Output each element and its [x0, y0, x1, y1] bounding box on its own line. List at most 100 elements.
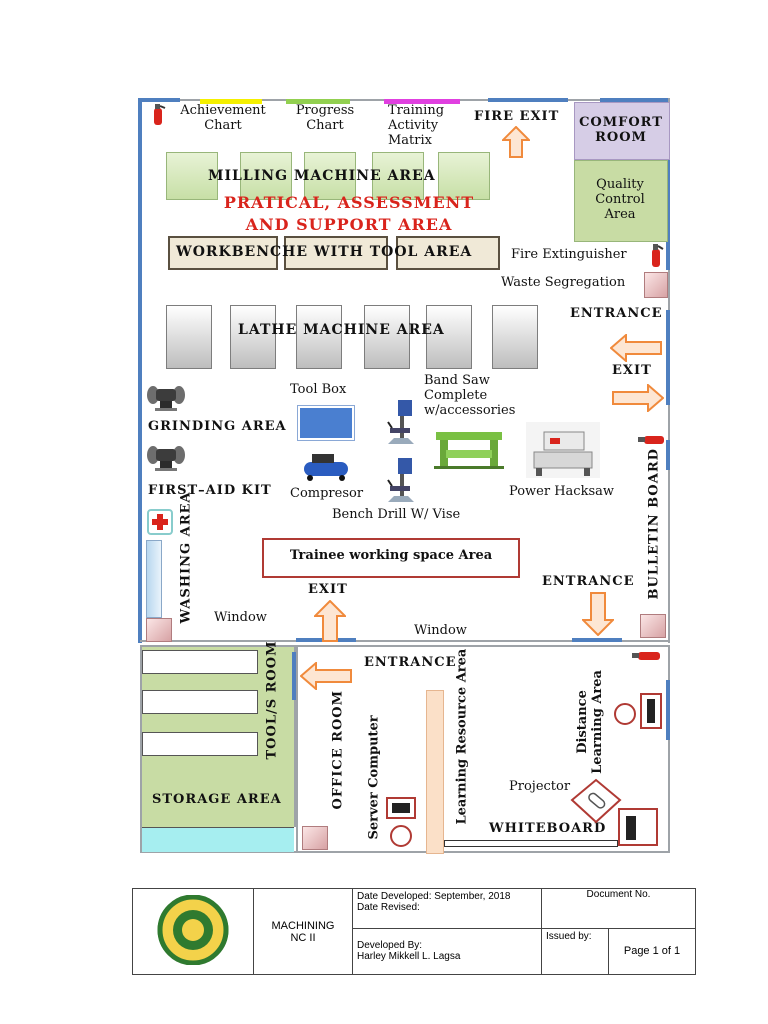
document-no: Document No. — [586, 889, 651, 900]
workbench-table — [284, 236, 388, 270]
entrance-arrow-left-icon — [300, 662, 352, 690]
exit-arrow-up-icon — [314, 600, 346, 642]
milling-machine — [166, 152, 218, 200]
bench-grinder-icon — [147, 386, 185, 411]
wall-top-blue-segment — [488, 98, 568, 102]
projector-icon — [570, 778, 622, 824]
learning-resource-label: Learning Resource Area — [454, 648, 470, 825]
distance-learning-chair — [614, 703, 636, 725]
lathe-area-label: LATHE MACHINE AREA — [238, 322, 445, 338]
developed-by: Developed By: — [357, 940, 423, 952]
wall-right-blue-segment — [666, 160, 670, 270]
footer-page-cell: Page 1 of 1 — [608, 927, 696, 976]
lower-right-blue — [666, 680, 670, 740]
tools-room-door — [292, 652, 296, 700]
wall-right-blue-segment-3 — [666, 440, 670, 470]
fire-exit-arrow-icon — [502, 126, 530, 158]
exit-arrow-right-icon — [612, 384, 664, 412]
wall-right-blue-segment-2 — [666, 310, 670, 405]
training-matrix-marker — [384, 99, 460, 104]
compresor-label: Compresor — [290, 486, 364, 501]
first-aid-label: FIRST–AID KIT — [148, 483, 272, 498]
footer-issued-cell: Issued by: — [541, 927, 609, 976]
trainee-working-space — [262, 538, 520, 578]
footer-course-cell: MACHINING NC II — [253, 888, 353, 975]
milling-machine — [304, 152, 356, 200]
distance-learning-desk — [640, 693, 662, 729]
lower-wall-top — [140, 645, 670, 647]
document-footer: MACHINING NC II Date Developed: Septembe… — [132, 888, 696, 976]
progress-chart-label: Progress Chart — [295, 103, 355, 133]
first-aid-kit-icon — [147, 509, 173, 535]
course-line2: NC II — [290, 931, 316, 944]
exit-bottom-label: EXIT — [308, 582, 348, 597]
bench-drill-icon — [387, 400, 414, 444]
training-matrix-label: Training Activity Matrix — [388, 103, 445, 148]
footer-logo-cell — [132, 888, 254, 975]
comfort-room-label: COMFORT ROOM — [579, 115, 663, 145]
entrance-right-label: ENTRANCE — [570, 306, 663, 321]
power-hacksaw-image — [526, 422, 600, 478]
projector-label: Projector — [509, 779, 571, 794]
page-number: Page 1 of 1 — [623, 945, 681, 958]
lathe-machine — [166, 305, 212, 369]
entrance-lower-label: ENTRANCE — [364, 655, 457, 670]
developer-name: Harley Mikkell L. Lagsa — [357, 951, 461, 963]
whiteboard-label: WHITEBOARD — [489, 821, 607, 836]
course-line1: MACHINING — [271, 919, 335, 932]
bench-drill-label: Bench Drill W/ Vise — [332, 507, 461, 522]
server-computer — [386, 797, 416, 819]
footer-dates-cell: Date Developed: September, 2018 Date Rev… — [352, 888, 542, 929]
date-revised: Date Revised: — [357, 902, 420, 913]
milling-machine — [372, 152, 424, 200]
office-room-label: OFFICE ROOM — [330, 690, 346, 810]
practical-area-line2: AND SUPPORT AREA — [245, 215, 453, 234]
issued-by: Issued by: — [546, 930, 592, 942]
power-hacksaw-icon — [533, 431, 593, 476]
fire-extinguisher-icon — [638, 436, 664, 444]
tool-box — [297, 405, 355, 441]
lathe-machine — [296, 305, 342, 369]
wall-left — [138, 98, 142, 643]
band-saw-icon — [434, 432, 504, 469]
whiteboard — [444, 840, 618, 847]
lower-wall-left — [140, 645, 142, 852]
entrance-arrow-down-icon — [582, 592, 614, 636]
bulletin-board-label: BULLETIN BOARD — [646, 448, 662, 600]
achievement-chart-label: Achievement Chart — [180, 103, 266, 133]
storage-shelf — [142, 732, 258, 756]
power-hacksaw-label: Power Hacksaw — [509, 484, 615, 499]
desk-screen — [647, 699, 655, 723]
server-computer-label: Server Computer — [366, 715, 382, 840]
lathe-machine — [426, 305, 472, 369]
workbench-table — [396, 236, 500, 270]
fire-exit-label: FIRE EXIT — [474, 109, 560, 124]
window-left-label: Window — [214, 610, 267, 625]
lathe-machine — [492, 305, 538, 369]
storage-shelf — [142, 690, 258, 714]
fire-extinguisher-icon — [154, 104, 166, 125]
lower-wall-right — [668, 645, 670, 852]
workbench-label: WORKBENCHE WITH TOOL AREA — [176, 244, 473, 260]
entrance-bottom-label: ENTRANCE — [542, 574, 635, 589]
entrance-arrow-left-icon — [610, 334, 662, 362]
practical-area-line1: PRATICAL, ASSESSMENT — [223, 193, 475, 212]
trainee-space-label: Trainee working space Area — [289, 548, 493, 563]
tool-box-label: Tool Box — [290, 382, 347, 397]
wall-middle — [140, 640, 670, 642]
fire-extinguisher-icon — [652, 244, 664, 267]
learning-resource-shelf — [426, 690, 444, 854]
fire-extinguisher-label: Fire Extinguisher — [511, 247, 627, 262]
server-screen — [392, 803, 410, 813]
distance-learning-label: Distance Learning Area — [575, 670, 605, 774]
grinding-area-label: GRINDING AREA — [148, 419, 287, 434]
milling-machine — [240, 152, 292, 200]
storage-cabinet — [142, 827, 294, 852]
compressor-icon — [304, 454, 348, 481]
waste-bin — [644, 272, 668, 298]
washing-area-strip — [146, 540, 162, 618]
workbench-table — [168, 236, 278, 270]
band-saw-label: Band Saw Complete w/accessories — [424, 373, 516, 418]
progress-chart-marker — [286, 99, 350, 104]
milling-machine — [438, 152, 490, 200]
